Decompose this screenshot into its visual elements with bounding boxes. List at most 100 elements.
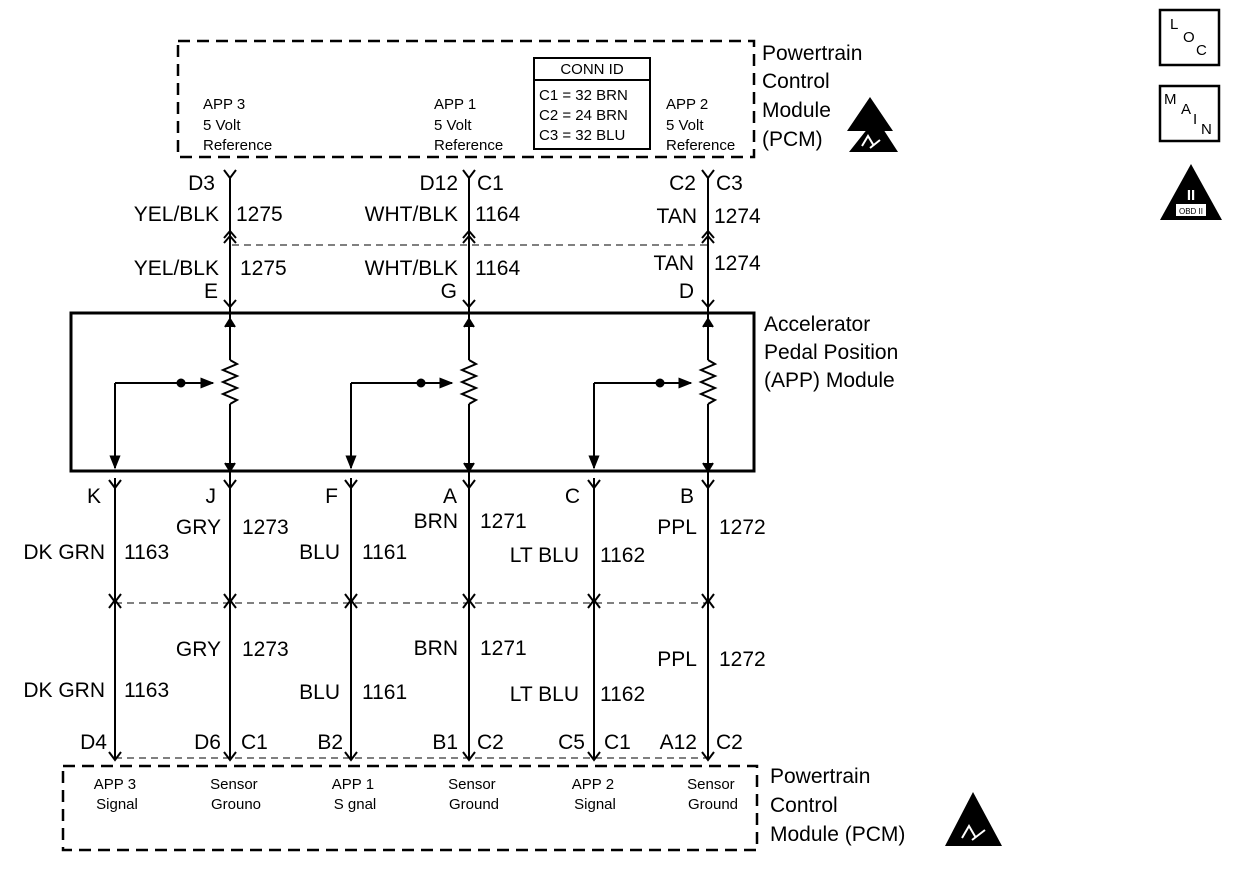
circuit-1272-b: 1272 xyxy=(719,648,766,671)
app2-signal-label: APP 2 Signal xyxy=(572,776,618,813)
app1-signal-label: APP 1 S gnal xyxy=(332,776,378,813)
pcm-top-border xyxy=(176,39,756,159)
app-module: Accelerator Pedal Position (APP) Module xyxy=(69,311,898,478)
app1-ground-label: Sensor Ground xyxy=(448,776,500,813)
pin-e: E xyxy=(204,280,218,303)
loc-letter-c: C xyxy=(1196,42,1207,59)
app-module-border xyxy=(69,311,756,473)
pcm-top-pins: D3 D12 C1 C2 C3 xyxy=(188,172,743,195)
circuit-1273-a: 1273 xyxy=(242,516,289,539)
circuit-1274-a: 1274 xyxy=(714,205,761,228)
pin-j: J xyxy=(206,485,217,508)
circuit-1162-b: 1162 xyxy=(600,683,645,706)
upper-wires xyxy=(223,169,715,318)
pin-d: D xyxy=(679,280,694,303)
circuit-1271-a: 1271 xyxy=(480,510,527,533)
main-icon[interactable]: M A I N xyxy=(1158,84,1221,143)
wire-color-wht-blk-a: WHT/BLK xyxy=(365,203,458,226)
wire-color-tan-a: TAN xyxy=(657,205,697,228)
pin-c: C xyxy=(565,485,580,508)
loc-letter-l: L xyxy=(1170,16,1178,33)
upper-wire-labels: YEL/BLK 1275 WHT/BLK 1164 TAN 1274 YEL/B… xyxy=(134,203,761,303)
app1-reference-label: APP 1 5 Volt Reference xyxy=(434,96,503,154)
circuit-1163-b: 1163 xyxy=(124,679,169,702)
wire-color-brn-a: BRN xyxy=(414,510,458,533)
wire-color-lt-blu-a: LT BLU xyxy=(510,544,579,567)
main-letter-m: M xyxy=(1164,91,1177,108)
main-letter-i: I xyxy=(1193,111,1197,128)
app3-signal-label: APP 3 Signal xyxy=(94,776,140,813)
pin-k: K xyxy=(87,485,101,508)
wire-color-brn-b: BRN xyxy=(414,637,458,660)
pin-b: B xyxy=(680,485,694,508)
circuit-1272-a: 1272 xyxy=(719,516,766,539)
pin-a12: A12 xyxy=(660,731,697,754)
pin-d3: D3 xyxy=(188,172,215,195)
wire-color-gry-a: GRY xyxy=(176,516,221,539)
main-letter-a: A xyxy=(1181,101,1191,118)
pcm-top-title: Powertrain Control Module (PCM) xyxy=(762,42,868,151)
app1-potentiometer xyxy=(345,317,479,478)
circuit-1162-a: 1162 xyxy=(600,544,645,567)
pin-d6: D6 xyxy=(194,731,221,754)
pcm-top: APP 3 5 Volt Reference APP 1 5 Volt Refe… xyxy=(176,39,898,159)
pin-c5: C5 xyxy=(558,731,585,754)
circuit-1275-a: 1275 xyxy=(236,203,283,226)
wire-color-dk-grn-b: DK GRN xyxy=(23,679,105,702)
conn-id-header: CONN ID xyxy=(560,61,624,78)
loc-icon[interactable]: L O C xyxy=(1158,8,1221,67)
wire-color-ppl-b: PPL xyxy=(657,648,697,671)
circuit-1163-a: 1163 xyxy=(124,541,169,564)
pcm-bottom: APP 3 Signal Sensor Grouno APP 1 S gnal … xyxy=(61,764,1002,852)
pin-c2: C2 xyxy=(669,172,696,195)
lower-wire-labels-a: DK GRN 1163 GRY 1273 BLU 1161 BRN 1271 L… xyxy=(23,510,765,567)
pin-d12: D12 xyxy=(419,172,458,195)
wire-color-gry-b: GRY xyxy=(176,638,221,661)
app3-reference-label: APP 3 5 Volt Reference xyxy=(203,96,272,154)
circuit-1164-a: 1164 xyxy=(475,203,520,226)
wire-color-dk-grn-a: DK GRN xyxy=(23,541,105,564)
main-letter-n: N xyxy=(1201,121,1212,138)
wire-color-yel-blk-a: YEL/BLK xyxy=(134,203,219,226)
pin-a12-conn: C2 xyxy=(716,731,743,754)
wire-color-blu-b: BLU xyxy=(299,681,340,704)
esd-warning-icon xyxy=(847,97,898,152)
circuit-1161-b: 1161 xyxy=(362,681,407,704)
wire-color-ppl-a: PPL xyxy=(657,516,697,539)
obd-caption: OBD II xyxy=(1179,207,1203,216)
conn-id-rows: C1 = 32 BRN C2 = 24 BRN C3 = 32 BLU xyxy=(539,87,632,144)
obd-numeral: II xyxy=(1187,187,1195,204)
pcm-bottom-pins: D4 D6 C1 B2 B1 C2 C5 C1 A12 C2 xyxy=(80,731,743,754)
pin-c5-conn: C1 xyxy=(604,731,631,754)
circuit-1273-b: 1273 xyxy=(242,638,289,661)
pcm-bottom-title: Powertrain Control Module (PCM) xyxy=(770,765,905,846)
circuit-1274-b: 1274 xyxy=(714,252,761,275)
lower-wire-labels-b: DK GRN 1163 GRY 1273 BLU 1161 BRN 1271 L… xyxy=(23,637,765,706)
circuit-1271-b: 1271 xyxy=(480,637,527,660)
wire-color-yel-blk-b: YEL/BLK xyxy=(134,257,219,280)
wire-color-wht-blk-b: WHT/BLK xyxy=(365,257,458,280)
conn-id-box: CONN ID C1 = 32 BRN C2 = 24 BRN C3 = 32 … xyxy=(533,57,651,150)
module-lower-pins: K J F A C B xyxy=(87,485,694,508)
pcm-bottom-border xyxy=(61,764,759,852)
app3-potentiometer xyxy=(109,317,240,478)
obd-ii-icon[interactable]: II OBD II xyxy=(1160,164,1222,220)
circuit-1161-a: 1161 xyxy=(362,541,407,564)
app2-ground-label: Sensor Ground xyxy=(687,776,739,813)
circuit-1164-b: 1164 xyxy=(475,257,520,280)
app3-ground-label: Sensor Grouno xyxy=(210,776,262,813)
loc-letter-o: O xyxy=(1183,29,1195,46)
pin-b1-conn: C2 xyxy=(477,731,504,754)
pin-f: F xyxy=(325,485,338,508)
pin-b1: B1 xyxy=(432,731,458,754)
pin-c1-conn: C1 xyxy=(477,172,504,195)
pin-d4: D4 xyxy=(80,731,107,754)
wire-color-blu-a: BLU xyxy=(299,541,340,564)
wire-color-lt-blu-b: LT BLU xyxy=(510,683,579,706)
pin-g: G xyxy=(441,280,457,303)
pin-d6-conn: C1 xyxy=(241,731,268,754)
wire-color-tan-b: TAN xyxy=(654,252,694,275)
lower-wires xyxy=(108,478,715,762)
app2-potentiometer xyxy=(588,317,718,478)
